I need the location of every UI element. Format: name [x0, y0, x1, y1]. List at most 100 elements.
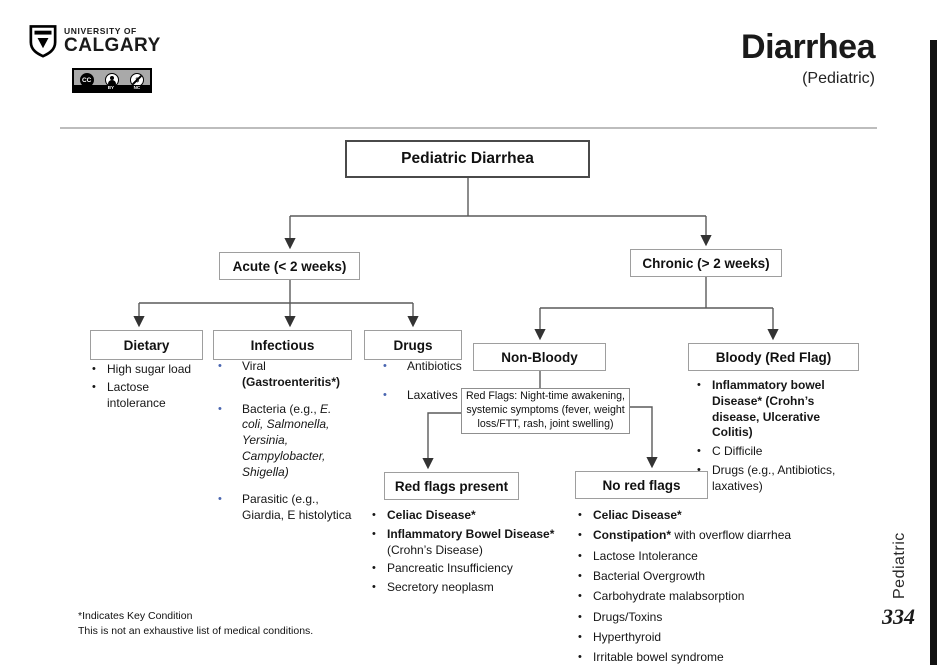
bullet-icon: •: [218, 360, 222, 372]
node-drugs: Drugs: [364, 330, 462, 360]
list-item-text: Constipation* with overflow diarrhea: [593, 528, 792, 543]
bloody-list: • Inflammatory bowel Disease* (Crohn’s di…: [697, 378, 863, 498]
list-item: • Laxatives: [383, 388, 475, 404]
list-item: • Carbohydrate malabsorption: [578, 589, 856, 605]
bullet-icon: •: [383, 360, 387, 372]
list-item: • Drugs/Toxins: [578, 610, 856, 626]
cc-nc-label: NC: [133, 85, 141, 90]
node-red-flags-present: Red flags present: [384, 472, 519, 500]
list-item-text: Inflammatory Bowel Disease* (Crohn’s Dis…: [387, 526, 555, 557]
cc-by-icon: [104, 73, 119, 87]
list-item-text: Bacteria (e.g., E. coli, Salmonella, Yer…: [242, 401, 332, 479]
list-item-text: Pancreatic Insufficiency: [387, 561, 513, 576]
list-item-text: Lactose Intolerance: [593, 548, 698, 563]
university-crest-icon: [29, 25, 57, 58]
list-item: • Pancreatic Insufficiency: [372, 561, 568, 577]
list-item-text: High sugar load: [107, 362, 192, 376]
list-item-text: Parasitic (e.g., Giardia, E histolytica: [242, 491, 352, 522]
university-wordmark-line1: UNIVERSITY OF: [64, 25, 137, 36]
bullet-icon: •: [218, 492, 222, 505]
infectious-list: • Viral (Gastroenteritis*) • Bacteria (e.g.…: [218, 359, 356, 534]
cc-license-strip: BY NC: [74, 85, 150, 91]
list-item-text: C Difficile: [712, 444, 763, 459]
bullet-icon: •: [218, 402, 222, 415]
bullet-icon: •: [372, 509, 376, 521]
node-infectious: Infectious: [213, 330, 352, 360]
list-item: • Hyperthyroid: [578, 630, 856, 646]
no-red-flags-list: •Celiac Disease*•Constipation* with over…: [578, 508, 856, 665]
node-pediatric-diarrhea: Pediatric Diarrhea: [345, 140, 590, 178]
university-of-calgary-logo: UNIVERSITY OF CALGARY: [28, 24, 161, 58]
node-dietary: Dietary: [90, 330, 203, 360]
list-item: • Bacteria (e.g., E. coli, Salmonella, Ye…: [218, 402, 356, 481]
university-wordmark-line2: CALGARY: [64, 35, 161, 57]
bullet-icon: •: [578, 549, 582, 562]
header-separator: [60, 127, 877, 129]
cc-by-label: BY: [107, 85, 115, 90]
title-block: Diarrhea (Pediatric): [741, 28, 875, 88]
list-item-text: Viral (Gastroenteritis*): [242, 359, 341, 389]
list-item: • Lactose Intolerance: [578, 549, 856, 565]
dietary-list: • High sugar load •Lactose intolerance: [92, 362, 198, 413]
cc-license-icons: CC $: [74, 70, 150, 89]
bullet-icon: •: [383, 388, 387, 401]
bullet-icon: •: [578, 529, 582, 542]
list-item-text: Antibiotics: [407, 359, 462, 373]
red-flags-note: Red Flags: Night-time awakening, systemi…: [461, 388, 630, 434]
list-item-text: Inflammatory bowel Disease* (Crohn’s dis…: [712, 378, 825, 440]
bullet-icon: •: [578, 630, 582, 643]
bullet-icon: •: [92, 363, 96, 375]
page-subtitle: (Pediatric): [802, 70, 875, 87]
list-item: • Irritable bowel syndrome: [578, 650, 856, 665]
bullet-icon: •: [578, 610, 582, 623]
bullet-icon: •: [697, 464, 701, 477]
list-item-text: Bacterial Overgrowth: [593, 568, 706, 583]
list-item: • Constipation* with overflow diarrhea: [578, 528, 856, 544]
node-acute: Acute (< 2 weeks): [219, 252, 360, 280]
list-item-text: Drugs/Toxins: [593, 609, 663, 624]
list-item: • C Difficile: [697, 444, 863, 460]
bullet-icon: •: [578, 569, 582, 582]
list-item: • Inflammatory bowel Disease* (Crohn’s di…: [697, 378, 863, 441]
node-bloody-red-flag: Bloody (Red Flag): [688, 343, 859, 371]
list-item-text: Secretory neoplasm: [387, 580, 494, 595]
list-item: • Secretory neoplasm: [372, 580, 568, 596]
list-item-text: Laxatives: [407, 387, 458, 402]
bullet-icon: •: [578, 651, 582, 664]
list-item-text: Irritable bowel syndrome: [593, 650, 724, 665]
list-item: •Celiac Disease*: [578, 508, 856, 524]
university-wordmark: UNIVERSITY OF CALGARY: [64, 27, 161, 56]
section-edge-bar: [930, 40, 937, 665]
bullet-icon: •: [372, 527, 376, 540]
bullet-icon: •: [697, 445, 701, 458]
node-chronic: Chronic (> 2 weeks): [630, 249, 782, 277]
bullet-icon: •: [372, 581, 376, 594]
list-item-text: Lactose intolerance: [107, 379, 166, 410]
footnote-disclaimer: This is not an exhaustive list of medica…: [78, 624, 314, 637]
list-item: • High sugar load: [92, 362, 198, 378]
list-item: • Viral (Gastroenteritis*): [218, 359, 356, 391]
cc-nc-icon: $: [130, 73, 145, 87]
list-item-text: Hyperthyroid: [593, 629, 662, 644]
list-item: • Antibiotics: [383, 359, 475, 375]
bullet-icon: •: [578, 590, 582, 603]
cc-license-badge: CC $ BY NC: [72, 68, 152, 93]
bullet-icon: •: [372, 562, 376, 575]
list-item: • Inflammatory Bowel Disease* (Crohn’s Di…: [372, 527, 568, 559]
list-item: • Celiac Disease*: [372, 508, 568, 524]
drugs-list: • Antibiotics • Laxatives: [383, 359, 475, 417]
list-item: • Parasitic (e.g., Giardia, E histolytica: [218, 492, 356, 524]
footnotes: *Indicates Key Condition This is not an …: [78, 609, 313, 638]
footnote-key-condition: *Indicates Key Condition: [78, 610, 193, 622]
red-flags-present-list: • Celiac Disease* • Inflammatory Bowel Dise…: [372, 508, 568, 599]
list-item-text: Celiac Disease*: [593, 508, 682, 522]
list-item: •Lactose intolerance: [92, 380, 198, 412]
node-no-red-flags: No red flags: [575, 471, 708, 499]
node-non-bloody: Non-Bloody: [473, 343, 606, 371]
list-item-text: Celiac Disease*: [387, 508, 476, 522]
list-item-text: Carbohydrate malabsorption: [593, 589, 745, 604]
list-item-text: Drugs (e.g., Antibiotics, laxatives): [712, 463, 836, 493]
list-item: • Drugs (e.g., Antibiotics, laxatives): [697, 463, 863, 495]
bullet-icon: •: [697, 379, 701, 391]
